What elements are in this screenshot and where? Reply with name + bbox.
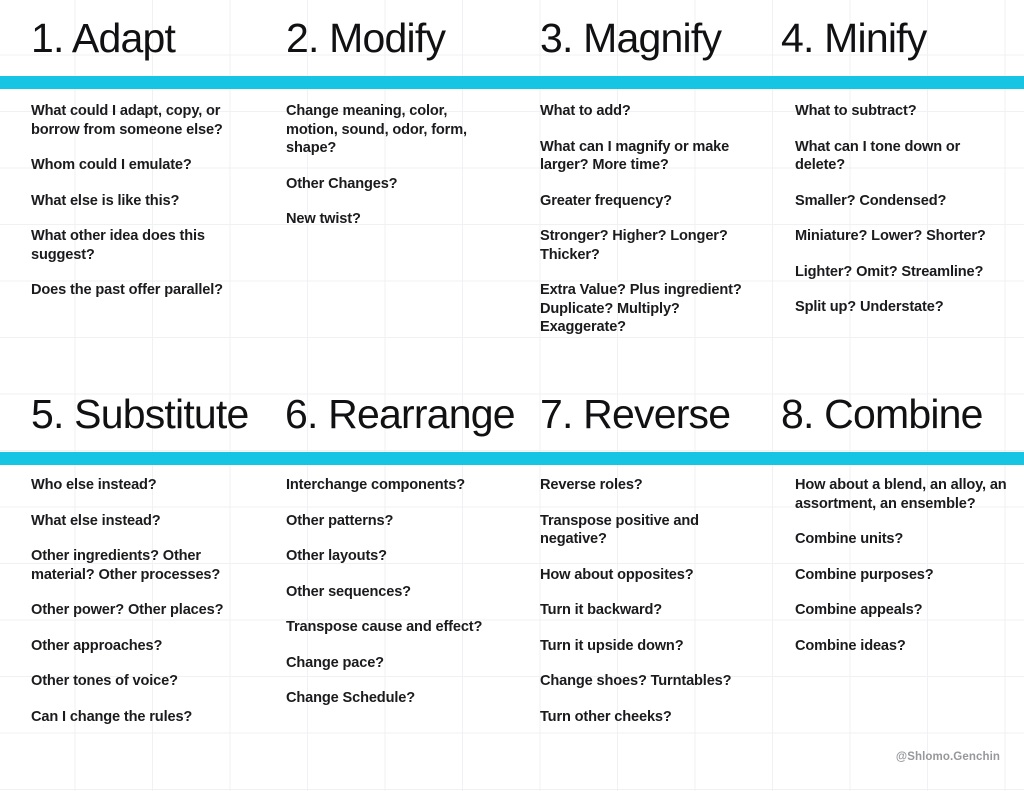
column-heading-combine: 8. Combine — [781, 391, 983, 437]
prompt-item: Combine ideas? — [795, 637, 906, 654]
prompt-item: Reverse roles? — [540, 477, 643, 493]
column-modify: Change meaning, color, motion, sound, od… — [256, 102, 512, 337]
prompt-item: Extra Value? Plus ingredient? Duplicate?… — [540, 282, 742, 336]
prompt-item: Transpose cause and effect? — [286, 619, 483, 636]
prompt-item: Smaller? Condensed? — [795, 192, 947, 209]
prompt-item: Other sequences? — [286, 583, 411, 600]
column-combine: How about a blend, an alloy, an assortme… — [768, 476, 1024, 726]
prompt-item: Greater frequency? — [540, 192, 672, 209]
prompt-item: Combine units? — [795, 531, 904, 548]
prompt-item: How about opposites? — [540, 566, 694, 583]
column-magnify: What to add? What can I magnify or make … — [512, 102, 768, 337]
poster-row-top: 1. Adapt 2. Modify 3. Magnify 4. Minify … — [0, 0, 1024, 375]
prompt-item: Does the past offer parallel? — [31, 282, 223, 299]
prompt-item: What to subtract? — [795, 103, 917, 119]
prompt-item: Combine purposes? — [795, 566, 934, 583]
prompt-item: Other patterns? — [286, 512, 394, 529]
column-reverse: Reverse roles? Transpose positive and ne… — [512, 476, 768, 726]
prompt-list-modify: Change meaning, color, motion, sound, od… — [286, 102, 500, 229]
column-heading-adapt: 1. Adapt — [31, 15, 176, 61]
accent-rule-bottom — [0, 452, 1024, 465]
accent-rule-top — [0, 76, 1024, 89]
column-heading-minify: 4. Minify — [781, 15, 927, 61]
prompt-item: Split up? Understate? — [795, 299, 944, 316]
prompt-item: Turn it upside down? — [540, 637, 684, 654]
prompt-item: Change pace? — [286, 654, 384, 671]
prompt-item: Combine appeals? — [795, 602, 923, 619]
prompt-item: Other Changes? — [286, 175, 398, 192]
column-heading-magnify: 3. Magnify — [540, 15, 722, 61]
prompt-item: What else is like this? — [31, 192, 180, 209]
column-heading-modify: 2. Modify — [286, 15, 446, 61]
prompt-list-magnify: What to add? What can I magnify or make … — [540, 102, 758, 337]
prompt-item: Other tones of voice? — [31, 673, 178, 690]
prompt-list-combine: How about a blend, an alloy, an assortme… — [795, 476, 1014, 655]
prompt-item: Turn it backward? — [540, 602, 663, 619]
prompt-item: Other approaches? — [31, 637, 163, 654]
prompt-item: Stronger? Higher? Longer? Thicker? — [540, 228, 728, 263]
prompt-item: Whom could I emulate? — [31, 157, 192, 174]
column-heading-rearrange: 6. Rearrange — [285, 391, 516, 437]
poster-row-bottom: 5. Substitute 6. Rearrange 7. Reverse 8.… — [0, 376, 1024, 791]
prompt-list-reverse: Reverse roles? Transpose positive and ne… — [540, 476, 758, 726]
watermark-attribution: @Shlomo.Genchin — [895, 751, 1000, 763]
prompt-item: What other idea does this suggest? — [31, 228, 205, 263]
prompt-item: New twist? — [286, 211, 361, 228]
prompt-item: Miniature? Lower? Shorter? — [795, 228, 986, 245]
column-heading-substitute: 5. Substitute — [31, 391, 249, 437]
prompt-item: Change Schedule? — [286, 690, 415, 707]
column-heading-reverse: 7. Reverse — [540, 391, 731, 437]
prompt-item: Turn other cheeks? — [540, 708, 672, 725]
prompt-list-rearrange: Interchange components? Other patterns? … — [286, 476, 500, 708]
prompt-item: How about a blend, an alloy, an assortme… — [795, 477, 1007, 512]
prompt-item: What could I adapt, copy, or borrow from… — [31, 103, 223, 138]
column-rearrange: Interchange components? Other patterns? … — [256, 476, 512, 726]
heading-strip-bottom: 5. Substitute 6. Rearrange 7. Reverse 8.… — [0, 376, 1024, 452]
heading-strip-top: 1. Adapt 2. Modify 3. Magnify 4. Minify — [0, 0, 1024, 76]
column-minify: What to subtract? What can I tone down o… — [768, 102, 1024, 337]
columns-top: What could I adapt, copy, or borrow from… — [0, 102, 1024, 337]
prompt-item: Can I change the rules? — [31, 708, 193, 725]
prompt-list-minify: What to subtract? What can I tone down o… — [795, 102, 1014, 317]
prompt-item: Other layouts? — [286, 548, 387, 565]
prompt-item: Other power? Other places? — [31, 602, 224, 619]
prompt-list-adapt: What could I adapt, copy, or borrow from… — [31, 102, 242, 300]
prompt-item: What can I magnify or make larger? More … — [540, 138, 730, 174]
prompt-item: Interchange components? — [286, 477, 465, 493]
prompt-item: What to add? — [540, 103, 631, 119]
prompt-item: What else instead? — [31, 512, 161, 529]
columns-bottom: Who else instead? What else instead? Oth… — [0, 476, 1024, 726]
prompt-item: Who else instead? — [31, 477, 157, 493]
column-adapt: What could I adapt, copy, or borrow from… — [0, 102, 256, 337]
column-substitute: Who else instead? What else instead? Oth… — [0, 476, 256, 726]
prompt-item: Transpose positive and negative? — [540, 512, 699, 548]
prompt-item: Lighter? Omit? Streamline? — [795, 263, 984, 280]
prompt-list-substitute: Who else instead? What else instead? Oth… — [31, 476, 242, 726]
prompt-item: Change shoes? Turntables? — [540, 673, 732, 690]
prompt-item: What can I tone down or delete? — [795, 138, 961, 174]
prompt-item: Other ingredients? Other material? Other… — [31, 548, 221, 583]
prompt-item: Change meaning, color, motion, sound, od… — [286, 103, 467, 157]
